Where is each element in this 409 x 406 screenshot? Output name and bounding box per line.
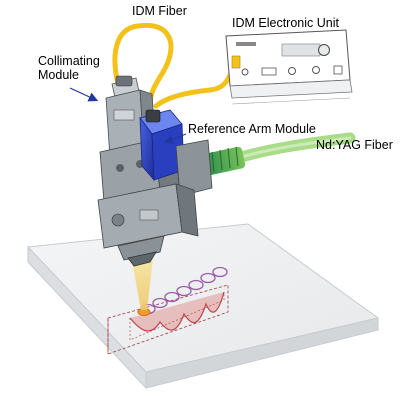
collimating-module-label: Collimating Module [38,54,100,82]
workpiece-icon [26,223,380,390]
idm-unit-label: IDM Electronic Unit [232,16,339,30]
idm-fiber-label: IDM Fiber [132,4,187,18]
reference-arm-arrow [163,133,187,144]
ndyag-fiber-label: Nd:YAG Fiber [316,138,393,152]
idm-unit-icon [225,29,353,105]
collimating-arrow [69,87,99,102]
ndyag-fiber-cable [202,132,356,176]
laser-head-icon [97,75,213,267]
idm-fiber-cable [112,22,235,109]
reference-arm-label: Reference Arm Module [188,122,316,136]
